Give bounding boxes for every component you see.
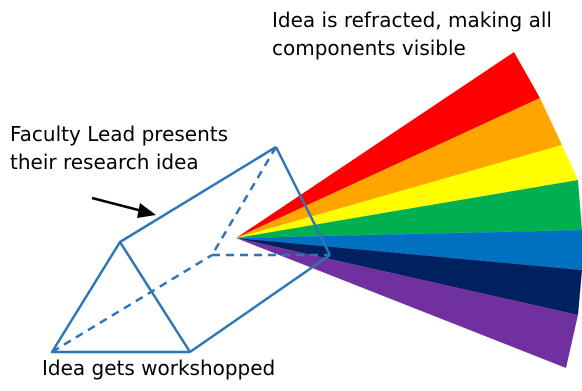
spectrum-ray-orange <box>236 98 562 238</box>
faculty-label-line-1: Faculty Lead presents <box>10 122 229 146</box>
spectrum-ray-yellow <box>236 145 578 238</box>
spectrum-ray-purple <box>236 238 578 368</box>
spectrum-ray-green <box>236 180 582 238</box>
prism <box>50 145 332 354</box>
prism-front-face <box>50 240 192 354</box>
spectrum-ray-navy <box>236 238 582 315</box>
pointer-arrow-shaft <box>91 196 147 214</box>
faculty-label-line-2: their research idea <box>10 150 199 174</box>
refraction-label-line-1: Idea is refracted, making all <box>272 8 552 32</box>
refraction-label-line-2: components visible <box>272 36 466 60</box>
workshop-label: Idea gets workshopped <box>42 356 276 380</box>
pointer-arrow <box>91 196 156 218</box>
spectrum-ray-red <box>236 52 540 238</box>
spectrum-rays <box>236 52 582 368</box>
prism-hidden-edge-back <box>210 146 278 256</box>
prism-top-ridge <box>119 145 277 244</box>
prism-bottom-edge <box>189 253 331 354</box>
faculty-label: Faculty Lead presents their research ide… <box>10 120 228 176</box>
prism-hidden-edge-diagonal <box>51 253 213 354</box>
pointer-arrow-head <box>137 203 156 218</box>
prism-back-edge <box>274 146 332 256</box>
refraction-label: Idea is refracted, making all components… <box>272 6 552 62</box>
